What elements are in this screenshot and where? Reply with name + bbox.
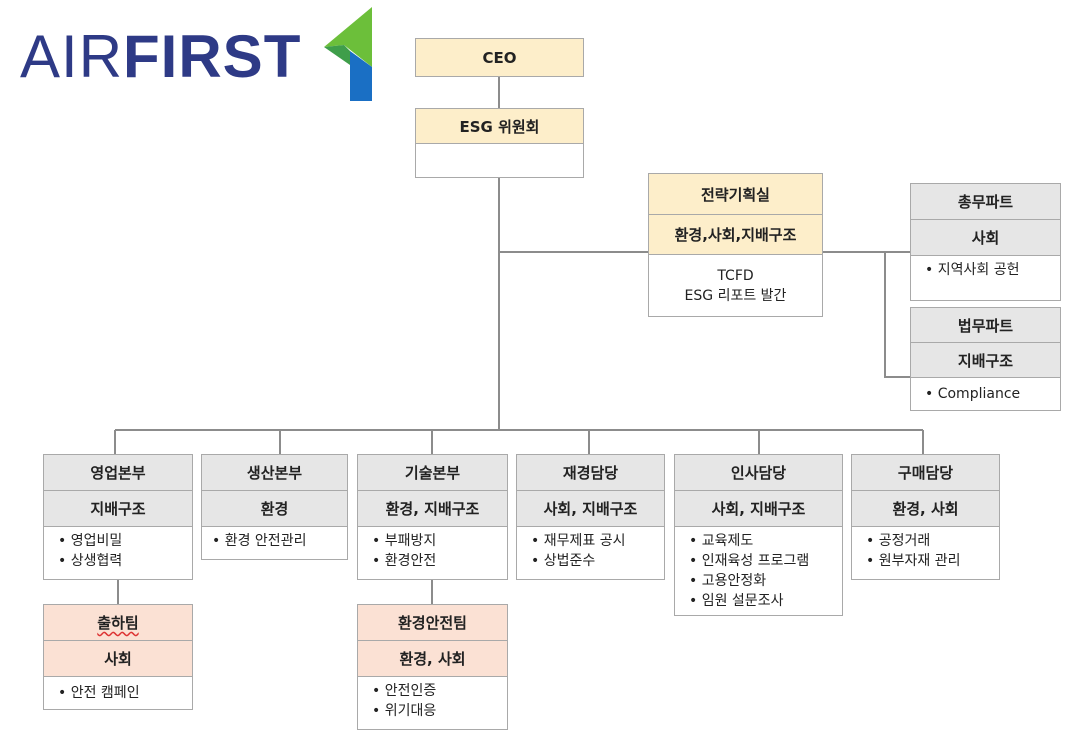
logo-leaf-icon xyxy=(324,7,372,101)
division-item: 상생협력 xyxy=(58,551,184,571)
division-title: 인사담당 xyxy=(675,455,842,491)
general-affairs-items: 지역사회 공헌 xyxy=(911,256,1060,300)
shipping-team-title: 출하팀 xyxy=(44,605,192,641)
division-box: 기술본부 환경, 지배구조 부패방지 환경안전 xyxy=(357,454,508,580)
airfirst-logo: AIRFIRST xyxy=(20,5,380,105)
division-item: 원부자재 관리 xyxy=(866,551,991,571)
division-title: 생산본부 xyxy=(202,455,347,491)
legal-items: Compliance xyxy=(911,378,1060,410)
division-box: 영업본부 지배구조 영업비밀 상생협력 xyxy=(43,454,193,580)
legal-item: Compliance xyxy=(925,384,1052,404)
shipping-team-area: 사회 xyxy=(44,641,192,677)
division-items: 환경 안전관리 xyxy=(202,527,347,555)
shipping-team-box: 출하팀 사회 안전 캠페인 xyxy=(43,604,193,710)
env-safety-team-box: 환경안전팀 환경, 사회 안전인증 위기대응 xyxy=(357,604,508,730)
division-item: 환경안전 xyxy=(372,551,499,571)
division-items: 부패방지 환경안전 xyxy=(358,527,507,575)
division-title: 재경담당 xyxy=(517,455,664,491)
division-title: 구매담당 xyxy=(852,455,999,491)
division-area: 환경 xyxy=(202,491,347,527)
division-item: 상법준수 xyxy=(531,551,656,571)
division-box: 재경담당 사회, 지배구조 재무제표 공시 상법준수 xyxy=(516,454,665,580)
division-area: 환경, 사회 xyxy=(852,491,999,527)
legal-box: 법무파트 지배구조 Compliance xyxy=(910,307,1061,411)
ceo-box: CEO xyxy=(415,38,584,77)
strategy-item: ESG 리포트 발간 xyxy=(684,287,787,304)
env-safety-team-item: 위기대응 xyxy=(372,701,499,721)
division-item: 인재육성 프로그램 xyxy=(689,551,834,571)
division-box: 생산본부 환경 환경 안전관리 xyxy=(201,454,348,560)
division-item: 부패방지 xyxy=(372,531,499,551)
division-title: 영업본부 xyxy=(44,455,192,491)
ceo-label: CEO xyxy=(416,39,583,76)
general-affairs-item: 지역사회 공헌 xyxy=(925,260,1052,280)
general-affairs-box: 총무파트 사회 지역사회 공헌 xyxy=(910,183,1061,301)
division-item: 재무제표 공시 xyxy=(531,531,656,551)
division-title: 기술본부 xyxy=(358,455,507,491)
shipping-team-item: 안전 캠페인 xyxy=(58,683,184,703)
strategy-title: 전략기획실 xyxy=(649,174,822,215)
esg-committee-empty xyxy=(416,144,583,177)
legal-area: 지배구조 xyxy=(911,343,1060,378)
logo-wordmark: AIRFIRST xyxy=(20,23,302,90)
division-item: 고용안정화 xyxy=(689,571,834,591)
strategy-items: TCFD ESG 리포트 발간 xyxy=(649,255,822,316)
division-area: 사회, 지배구조 xyxy=(675,491,842,527)
general-affairs-area: 사회 xyxy=(911,220,1060,256)
division-item: 영업비밀 xyxy=(58,531,184,551)
division-box: 구매담당 환경, 사회 공정거래 원부자재 관리 xyxy=(851,454,1000,580)
shipping-team-items: 안전 캠페인 xyxy=(44,677,192,707)
division-item: 공정거래 xyxy=(866,531,991,551)
division-item: 임원 설문조사 xyxy=(689,591,834,611)
division-area: 사회, 지배구조 xyxy=(517,491,664,527)
esg-committee-label: ESG 위원회 xyxy=(416,109,583,144)
strategy-area: 환경,사회,지배구조 xyxy=(649,215,822,255)
strategy-item: TCFD xyxy=(717,267,754,284)
division-box: 인사담당 사회, 지배구조 교육제도 인재육성 프로그램 고용안정화 임원 설문… xyxy=(674,454,843,616)
env-safety-team-item: 안전인증 xyxy=(372,681,499,701)
env-safety-team-items: 안전인증 위기대응 xyxy=(358,677,507,725)
esg-committee-box: ESG 위원회 xyxy=(415,108,584,178)
division-items: 재무제표 공시 상법준수 xyxy=(517,527,664,575)
general-affairs-title: 총무파트 xyxy=(911,184,1060,220)
division-item: 교육제도 xyxy=(689,531,834,551)
division-items: 공정거래 원부자재 관리 xyxy=(852,527,999,575)
division-area: 지배구조 xyxy=(44,491,192,527)
legal-title: 법무파트 xyxy=(911,308,1060,343)
division-area: 환경, 지배구조 xyxy=(358,491,507,527)
strategy-office-box: 전략기획실 환경,사회,지배구조 TCFD ESG 리포트 발간 xyxy=(648,173,823,317)
env-safety-team-area: 환경, 사회 xyxy=(358,641,507,677)
division-items: 영업비밀 상생협력 xyxy=(44,527,192,575)
env-safety-team-title: 환경안전팀 xyxy=(358,605,507,641)
division-items: 교육제도 인재육성 프로그램 고용안정화 임원 설문조사 xyxy=(675,527,842,615)
division-item: 환경 안전관리 xyxy=(212,531,339,551)
